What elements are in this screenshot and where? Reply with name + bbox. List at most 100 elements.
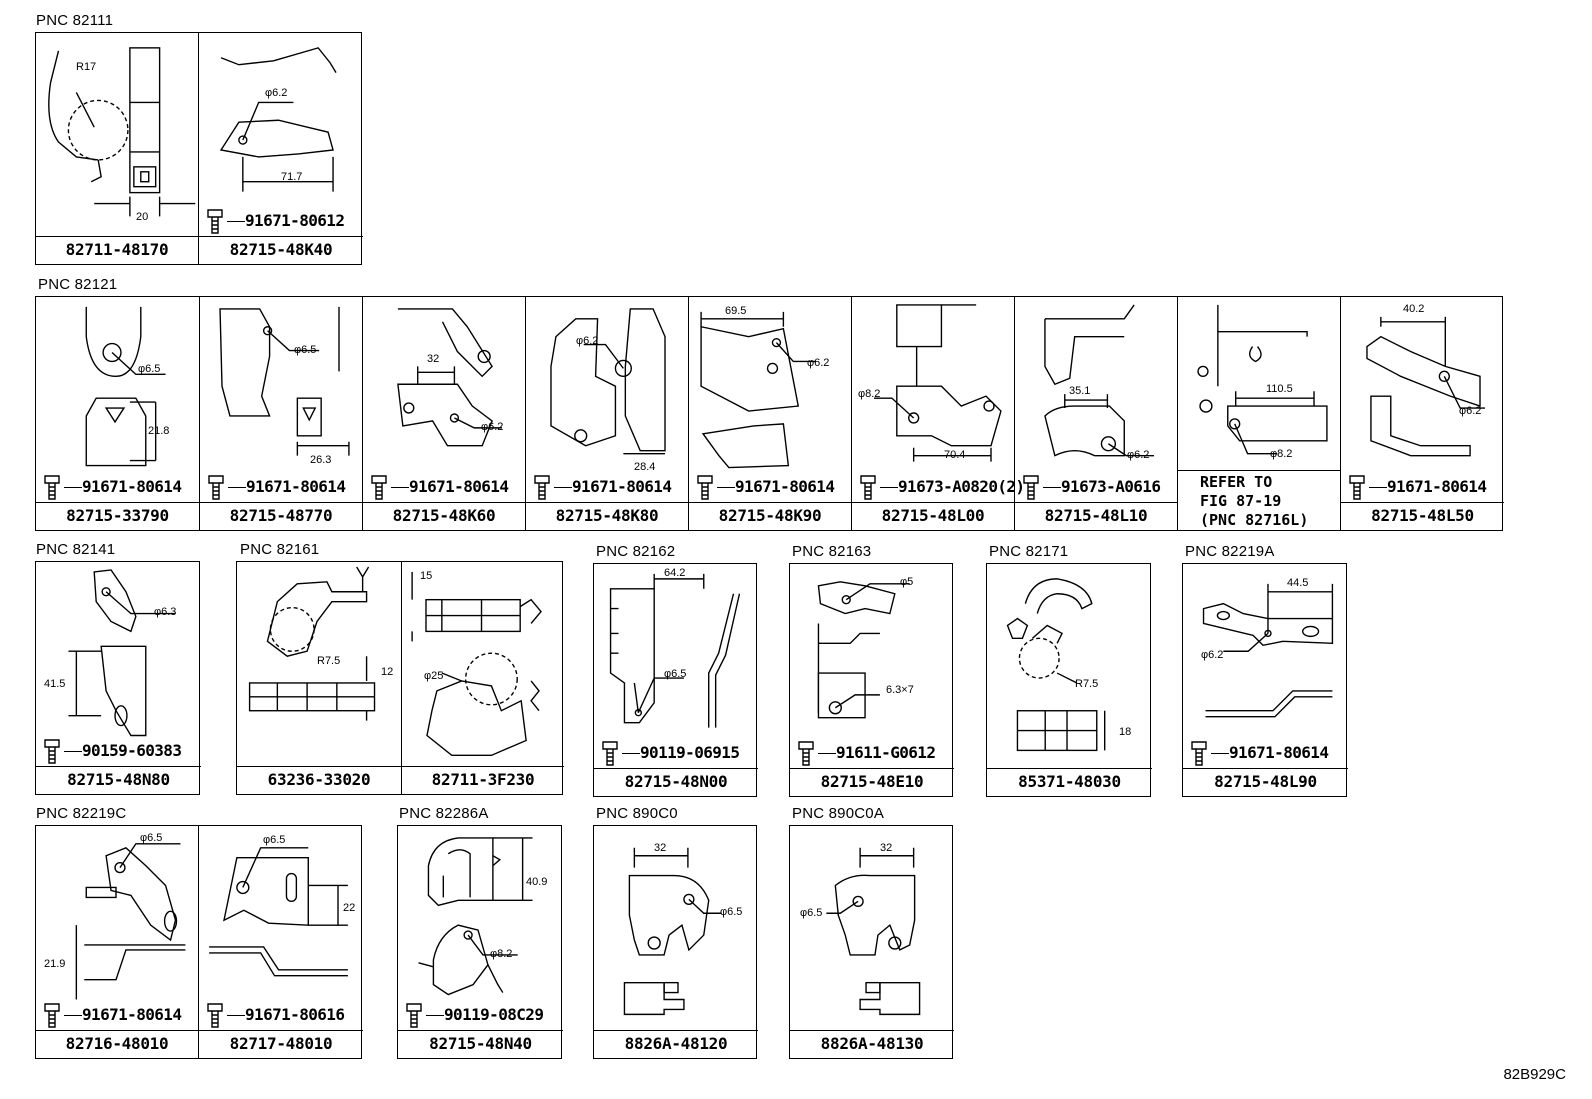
part-number: 82715-48K60 (363, 502, 525, 530)
dimension-label: R17 (76, 61, 97, 73)
parts-group-82163: φ5 6.3×7 91611-G0612 82715-48E10 (789, 563, 954, 797)
part-cell[interactable]: φ6.5 22 91671-80616 82717-48010 (198, 826, 363, 1058)
part-number: 82715-48N00 (594, 768, 758, 796)
part-cell[interactable]: R7.5 12 63236-33020 (237, 562, 401, 794)
dimension-label: 21.8 (148, 425, 170, 437)
parts-group-82161: R7.5 12 63236-33020 15 φ25 82711-3F230 (236, 561, 564, 795)
part-cell[interactable]: 64.2 φ6.5 90119-06915 82715-48N00 (594, 564, 758, 796)
pnc-label: PNC 82162 (596, 543, 676, 560)
dimension-label: φ6.5 (263, 834, 286, 846)
parts-group-82219a: 44.5 φ6.2 91671-80614 82715-48L90 (1182, 563, 1348, 797)
refer-line: REFER TO (1200, 473, 1273, 491)
part-cell[interactable]: φ5 6.3×7 91611-G0612 82715-48E10 (790, 564, 954, 796)
dimension-label: R7.5 (1075, 678, 1099, 690)
part-number: 82716-48010 (36, 1030, 198, 1058)
dimension-label: 6.3×7 (886, 684, 914, 696)
part-number: 82715-48E10 (790, 768, 954, 796)
dimension-label: 41.5 (44, 678, 66, 690)
pnc-label: PNC 82141 (36, 541, 116, 558)
bolt-callout: 91671-80614 (206, 474, 360, 500)
bolt-part-number: 91671-80616 (245, 1005, 345, 1024)
dimension-label: 110.5 (1266, 383, 1293, 395)
dimension-label: φ6.5 (138, 363, 161, 375)
part-cell[interactable]: φ6.3 41.5 90159-60383 82715-48N80 (36, 562, 201, 794)
part-cell[interactable]: R17 20 82711-48170 (36, 33, 198, 264)
part-cell[interactable]: φ6.2 28.4 91671-80614 82715-48K80 (525, 297, 688, 530)
part-number: 82715-48770 (200, 502, 362, 530)
bolt-callout: 91671-80614 (369, 474, 523, 500)
dimension-label: R7.5 (317, 655, 341, 667)
part-number: 8826A-48130 (790, 1030, 954, 1058)
part-cell[interactable]: R7.5 18 85371-48030 (987, 564, 1152, 796)
dimension-label: 18 (1119, 726, 1132, 738)
dimension-label: φ6.2 (1127, 449, 1150, 461)
part-number: 82715-48L00 (852, 502, 1014, 530)
bolt-part-number: 91671-80614 (1387, 477, 1487, 496)
part-number: 82715-33790 (36, 502, 199, 530)
parts-group-82219c: φ6.5 21.9 91671-80614 82716-48010 φ6.5 2… (35, 825, 363, 1059)
bolt-part-number: 90159-60383 (82, 741, 182, 760)
bolt-callout: 91671-80614 (42, 1002, 196, 1028)
dimension-label: 71.7 (281, 171, 303, 183)
part-cell[interactable]: φ6.5 21.9 91671-80614 82716-48010 (36, 826, 198, 1058)
part-cell[interactable]: 40.9 φ8.2 90119-08C29 82715-48N40 (398, 826, 563, 1058)
part-cell[interactable]: 44.5 φ6.2 91671-80614 82715-48L90 (1183, 564, 1348, 796)
dimension-label: 44.5 (1287, 577, 1309, 589)
pnc-label: PNC 82121 (38, 276, 118, 293)
part-cell[interactable]: φ8.2 70.4 91673-A0820(2) 82715-48L00 (851, 297, 1025, 530)
dimension-label: 22 (343, 902, 356, 914)
dimension-label: 32 (654, 842, 667, 854)
parts-group-890c0: 32 φ6.5 8826A-48120 (593, 825, 758, 1059)
dimension-label: 69.5 (725, 305, 747, 317)
pnc-label: PNC 82286A (399, 805, 489, 822)
dimension-label: 12 (381, 666, 394, 678)
dimension-label: φ25 (424, 670, 444, 682)
dimension-label: φ6.3 (154, 606, 177, 618)
dimension-label: 15 (420, 570, 433, 582)
bolt-part-number: 91671-80612 (245, 211, 345, 230)
part-cell[interactable]: 35.1 φ6.2 91673-A0616 82715-48L10 (1014, 297, 1177, 530)
bolt-callout: 91671-80616 (205, 1002, 361, 1028)
bolt-part-number: 91611-G0612 (836, 743, 936, 762)
dimension-label: φ6.5 (800, 907, 823, 919)
bolt-part-number: 91671-80614 (1229, 743, 1329, 762)
part-cell[interactable]: 15 φ25 82711-3F230 (401, 562, 564, 794)
bolt-part-number: 91671-80614 (82, 1005, 182, 1024)
diagram-code: 82B929C (1503, 1066, 1566, 1083)
parts-group-82171: R7.5 18 85371-48030 (986, 563, 1152, 797)
pnc-label: PNC 82111 (36, 12, 114, 29)
dimension-label: 70.4 (944, 449, 966, 461)
dimension-label: φ6.2 (807, 357, 830, 369)
bolt-part-number: 91671-80614 (82, 477, 182, 496)
dimension-label: φ6.2 (1459, 405, 1482, 417)
dimension-label: 26.3 (310, 454, 332, 466)
part-number: 82715-48L10 (1015, 502, 1177, 530)
part-cell[interactable]: 110.5 φ8.2 REFER TO FIG 87-19 (PNC 82716… (1177, 297, 1340, 530)
bolt-part-number: 91673-A0616 (1061, 477, 1161, 496)
pnc-label: PNC 890C0A (792, 805, 885, 822)
parts-group-890c0a: 32 φ6.5 8826A-48130 (789, 825, 954, 1059)
part-cell[interactable]: 40.2 φ6.2 91671-80614 82715-48L50 (1340, 297, 1504, 530)
part-number: 82717-48010 (199, 1030, 363, 1058)
dimension-label: φ6.5 (664, 668, 687, 680)
bolt-callout: 90119-08C29 (404, 1002, 561, 1028)
bolt-callout: 91611-G0612 (796, 740, 952, 766)
part-cell[interactable]: 32 φ6.2 91671-80614 82715-48K60 (362, 297, 525, 530)
parts-group-82121: φ6.5 21.8 91671-80614 82715-33790 φ6.5 2… (35, 296, 1504, 531)
bolt-part-number: 91671-80614 (409, 477, 509, 496)
bolt-part-number: 91673-A0820(2) (898, 477, 1025, 496)
part-number: 82715-48N40 (398, 1030, 563, 1058)
pnc-label: PNC 82219C (36, 805, 127, 822)
dimension-label: φ6.2 (576, 335, 599, 347)
part-cell[interactable]: 69.5 φ6.2 91671-80614 82715-48K90 (688, 297, 851, 530)
part-cell[interactable]: φ6.5 21.8 91671-80614 82715-33790 (36, 297, 199, 530)
part-cell[interactable]: 32 φ6.5 8826A-48130 (790, 826, 954, 1058)
bolt-part-number: 91671-80614 (246, 477, 346, 496)
dimension-label: 35.1 (1069, 385, 1091, 397)
dimension-label: φ6.5 (140, 832, 163, 844)
refer-line: (PNC 82716L) (1200, 511, 1309, 529)
part-cell[interactable]: φ6.5 26.3 91671-80614 82715-48770 (199, 297, 362, 530)
part-cell[interactable]: φ6.2 71.7 91671-80612 82715-48K40 (198, 33, 363, 264)
dimension-label: φ6.2 (1201, 649, 1224, 661)
part-cell[interactable]: 32 φ6.5 8826A-48120 (594, 826, 758, 1058)
